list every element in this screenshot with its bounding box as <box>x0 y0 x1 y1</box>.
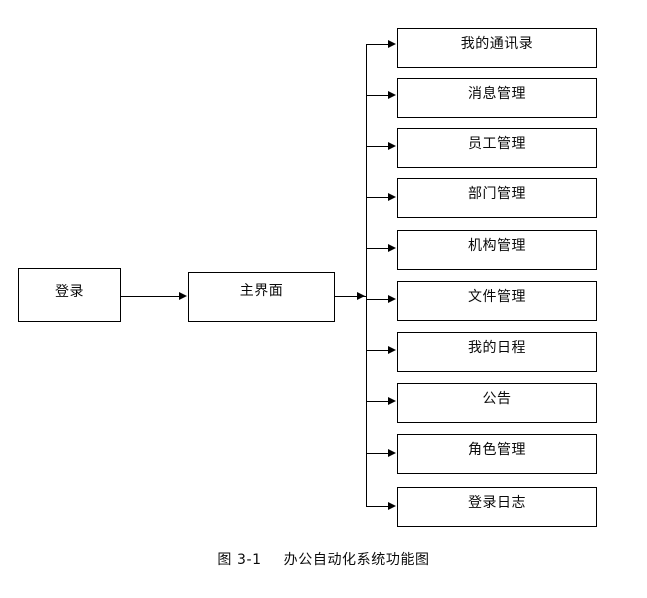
node-module-contacts[interactable]: 我的通讯录 <box>397 28 597 68</box>
spine-vertical-connector <box>366 44 367 507</box>
node-module-schedule[interactable]: 我的日程 <box>397 332 597 372</box>
node-module-announcement-label: 公告 <box>482 391 512 407</box>
node-module-message-label: 消息管理 <box>468 86 526 102</box>
node-module-role-label: 角色管理 <box>468 442 526 458</box>
branch-arrowhead-1-icon <box>388 40 396 48</box>
node-module-organization[interactable]: 机构管理 <box>397 230 597 270</box>
node-module-file[interactable]: 文件管理 <box>397 281 597 321</box>
node-module-message[interactable]: 消息管理 <box>397 78 597 118</box>
node-module-department-label: 部门管理 <box>468 186 526 202</box>
node-module-file-label: 文件管理 <box>468 289 526 305</box>
figure-caption-title: 办公自动化系统功能图 <box>283 552 430 568</box>
node-module-login-log-label: 登录日志 <box>468 495 526 511</box>
branch-line-9 <box>366 453 389 454</box>
node-main-interface-label: 主界面 <box>239 283 284 299</box>
arrowhead-login-to-main-icon <box>179 292 187 300</box>
figure-caption-number: 图 3-1 <box>217 552 262 568</box>
node-main-interface[interactable]: 主界面 <box>188 272 335 322</box>
node-module-employee[interactable]: 员工管理 <box>397 128 597 168</box>
node-login[interactable]: 登录 <box>18 268 121 322</box>
branch-arrowhead-3-icon <box>388 142 396 150</box>
node-module-organization-label: 机构管理 <box>468 238 526 254</box>
node-module-login-log[interactable]: 登录日志 <box>397 487 597 527</box>
node-module-announcement[interactable]: 公告 <box>397 383 597 423</box>
node-module-contacts-label: 我的通讯录 <box>460 36 534 52</box>
branch-line-5 <box>366 248 389 249</box>
branch-arrowhead-10-icon <box>388 502 396 510</box>
node-module-role[interactable]: 角色管理 <box>397 434 597 474</box>
branch-arrowhead-5-icon <box>388 244 396 252</box>
branch-line-7 <box>366 350 389 351</box>
branch-arrowhead-7-icon <box>388 346 396 354</box>
branch-line-6 <box>366 299 389 300</box>
node-module-schedule-label: 我的日程 <box>468 340 526 356</box>
connector-login-to-main <box>121 296 180 297</box>
node-module-employee-label: 员工管理 <box>468 136 526 152</box>
branch-line-1 <box>366 44 389 45</box>
branch-line-10 <box>366 506 389 507</box>
branch-line-2 <box>366 95 389 96</box>
branch-arrowhead-9-icon <box>388 449 396 457</box>
node-login-label: 登录 <box>55 284 84 300</box>
branch-line-8 <box>366 401 389 402</box>
connector-main-to-spine <box>335 296 366 297</box>
branch-arrowhead-8-icon <box>388 397 396 405</box>
figure-caption: 图 3-1 办公自动化系统功能图 <box>0 549 647 569</box>
branch-arrowhead-4-icon <box>388 193 396 201</box>
arrowhead-main-to-spine-icon <box>357 292 365 300</box>
branch-arrowhead-6-icon <box>388 295 396 303</box>
branch-line-4 <box>366 197 389 198</box>
branch-line-3 <box>366 146 389 147</box>
branch-arrowhead-2-icon <box>388 91 396 99</box>
node-module-department[interactable]: 部门管理 <box>397 178 597 218</box>
